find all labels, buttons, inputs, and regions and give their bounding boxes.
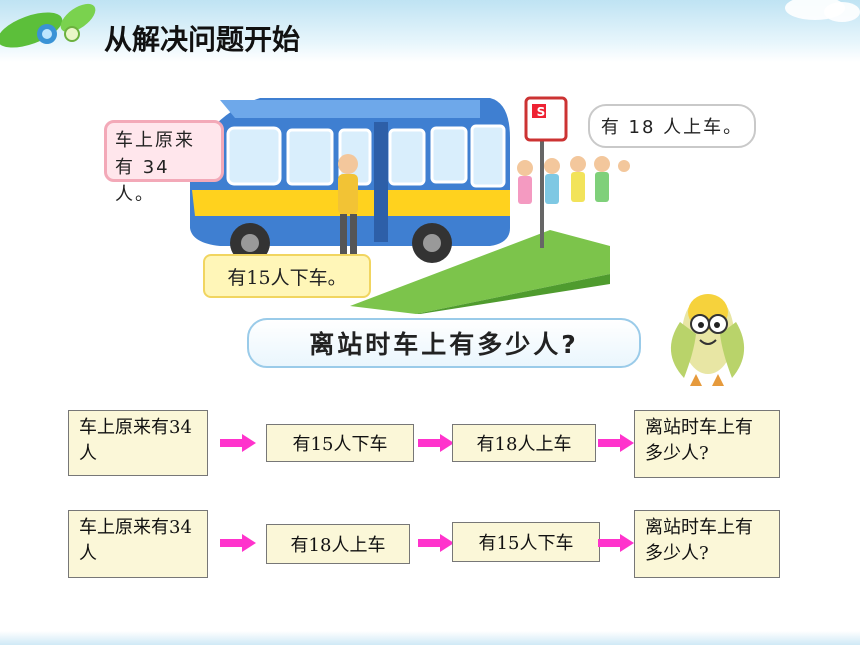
header-band <box>0 0 860 62</box>
leaf-logo-icon <box>0 3 96 48</box>
get-on-bubble: 有 18 人上车。 <box>588 104 756 148</box>
arrow-icon <box>220 534 256 552</box>
arrow-icon <box>598 434 634 452</box>
flow1-question-box: 离站时车上有多少人? <box>634 410 780 478</box>
flow2-question-box: 离站时车上有多少人? <box>634 510 780 578</box>
arrow-icon <box>598 534 634 552</box>
cloud-icon <box>785 0 860 22</box>
flow1-start-box: 车上原来有34人 <box>68 410 208 476</box>
footer-band <box>0 631 860 645</box>
bus-scene-illustration: S <box>190 96 630 314</box>
arrow-icon <box>418 434 454 452</box>
flow1-step-box: 有18人上车 <box>452 424 596 462</box>
stop-sign-label: S <box>537 105 546 119</box>
flow2-start-box: 车上原来有34人 <box>68 510 208 578</box>
corn-mascot-icon <box>670 294 745 386</box>
on-bus-bubble: 车上原来有 34 人。 <box>104 120 224 205</box>
flow1-step-box: 有15人下车 <box>266 424 414 462</box>
question-bubble: 离站时车上有多少人? <box>247 318 641 368</box>
flow2-step-box: 有18人上车 <box>266 524 410 564</box>
get-off-bubble: 有15人下车。 <box>203 254 371 298</box>
arrow-icon <box>418 534 454 552</box>
arrow-icon <box>220 434 256 452</box>
page-title: 从解决问题开始 <box>104 23 301 56</box>
flow2-step-box: 有15人下车 <box>452 522 600 562</box>
